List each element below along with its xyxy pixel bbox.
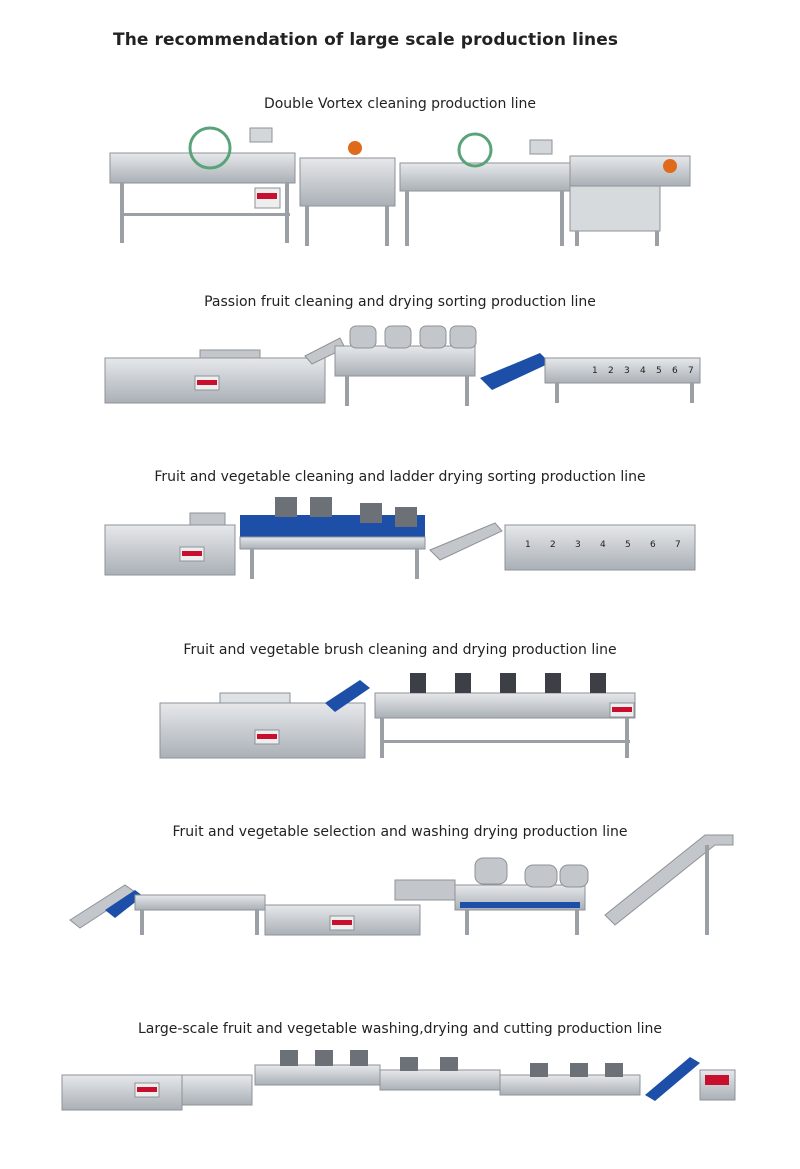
passion-fruit-line-image: 1 2 3 4 5 6 7 — [104, 325, 701, 406]
grader-number: 5 — [656, 366, 662, 376]
brush-cleaning-line-image — [159, 673, 636, 759]
grader-number: 6 — [672, 366, 678, 376]
grader-number: 7 — [675, 540, 681, 550]
line-caption-ladder-drying: Fruit and vegetable cleaning and ladder … — [154, 469, 646, 485]
ladder-drying-line-image: 1 2 3 4 5 6 7 — [104, 497, 696, 579]
grader-number: 4 — [600, 540, 606, 550]
grader-number: 2 — [550, 540, 556, 550]
line-caption-brush-cleaning: Fruit and vegetable brush cleaning and d… — [183, 642, 617, 658]
grader-number: 4 — [640, 366, 646, 376]
page-title: The recommendation of large scale produc… — [113, 30, 619, 50]
grader-number: 2 — [608, 366, 614, 376]
grader-number: 3 — [624, 366, 630, 376]
line-caption-washing-drying-cutting: Large-scale fruit and vegetable washing,… — [137, 1021, 663, 1037]
grader-number: 1 — [525, 540, 531, 550]
line-caption-double-vortex: Double Vortex cleaning production line — [263, 96, 537, 112]
grader-number: 5 — [625, 540, 631, 550]
selection-washing-line-image — [69, 834, 734, 936]
grader-number: 6 — [650, 540, 656, 550]
washing-drying-cutting-line-image — [61, 1050, 736, 1111]
grader-number: 7 — [688, 366, 694, 376]
line-caption-selection-washing: Fruit and vegetable selection and washin… — [172, 824, 628, 840]
grader-number: 3 — [575, 540, 581, 550]
double-vortex-line-image — [109, 126, 691, 246]
grader-number: 1 — [592, 366, 598, 376]
line-caption-passion-fruit: Passion fruit cleaning and drying sortin… — [204, 294, 596, 310]
